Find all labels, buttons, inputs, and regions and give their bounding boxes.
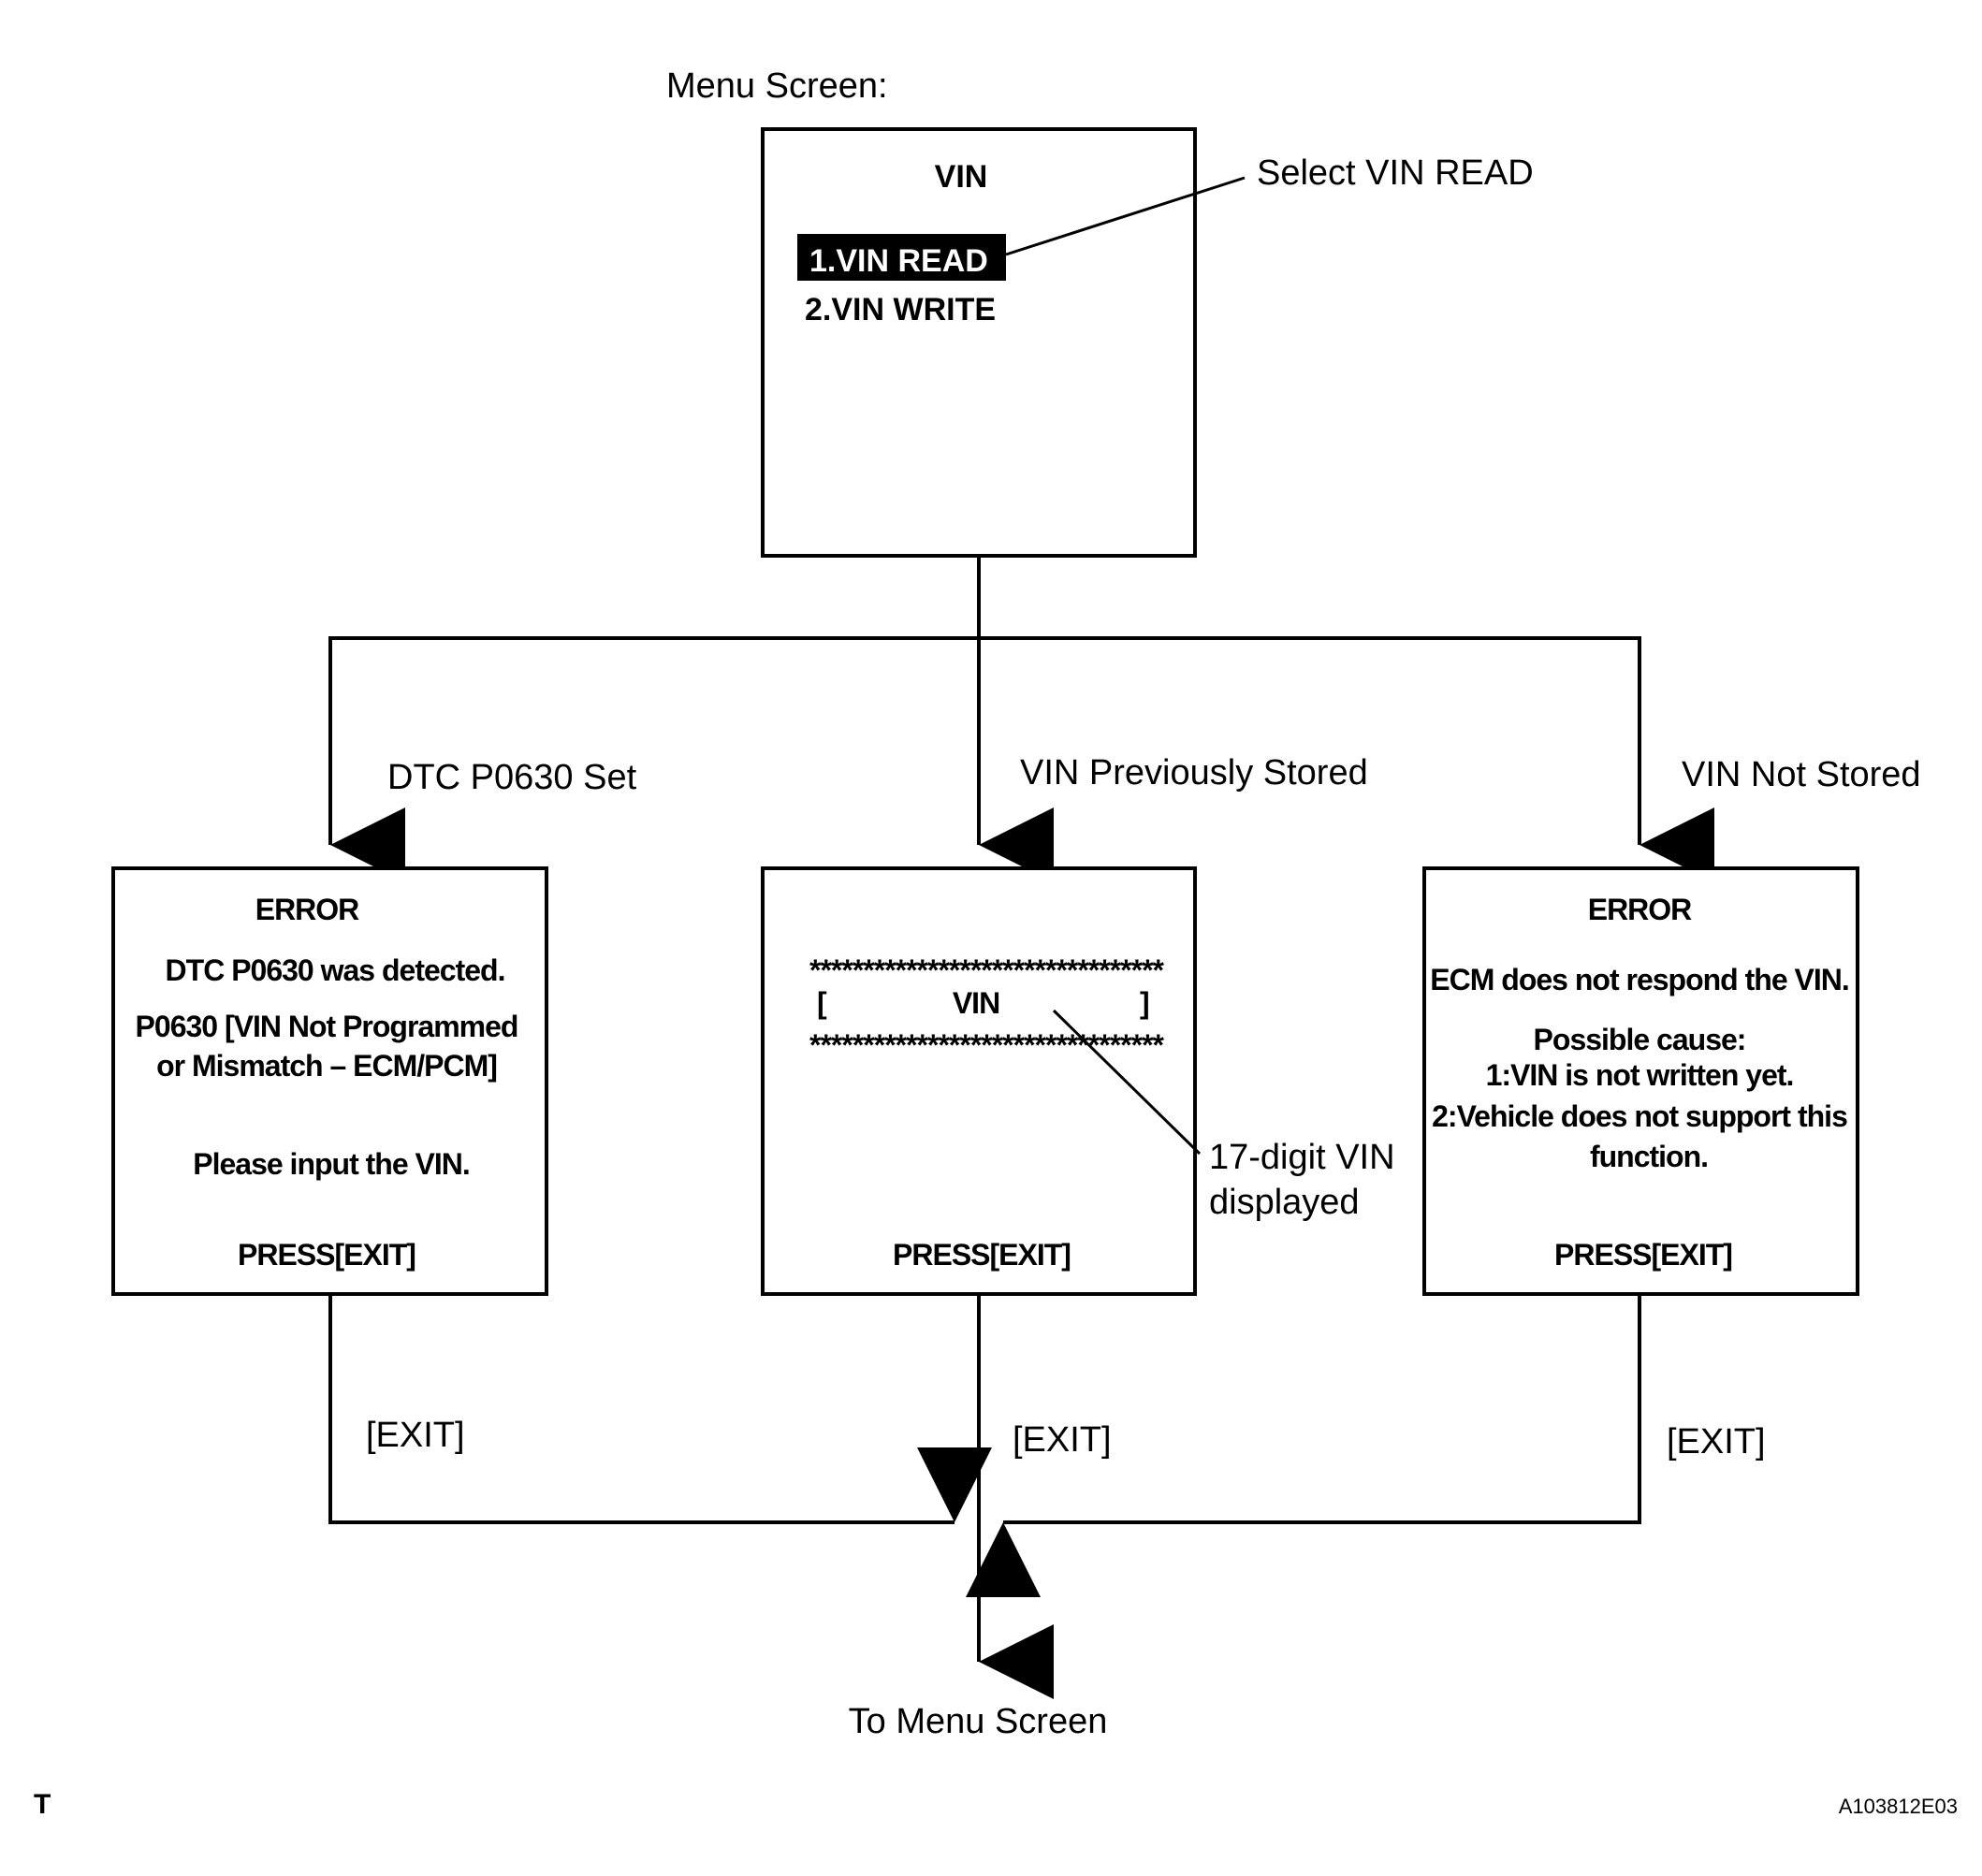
vin-callout-line2: displayed [1209, 1183, 1360, 1222]
right-error-line1: ECM does not respond the VIN. [1430, 963, 1848, 996]
select-callout-leader [1005, 176, 1246, 256]
left-error-title: ERROR [255, 893, 359, 926]
right-error-line3: 1:VIN is not written yet. [1486, 1058, 1794, 1092]
right-press-exit[interactable]: PRESS[EXIT] [1554, 1238, 1733, 1272]
menu-item-vin-write[interactable]: 2.VIN WRITE [805, 292, 996, 327]
left-error-line2: P0630 [VIN Not Programmed [136, 1010, 518, 1043]
middle-press-exit[interactable]: PRESS[EXIT] [893, 1238, 1071, 1272]
menu-screen-box [761, 127, 1197, 558]
right-error-line5: function. [1590, 1140, 1708, 1173]
exit-path-right [966, 1294, 1641, 1597]
menu-item-highlight [797, 234, 1006, 281]
branch-label-dtc-set: DTC P0630 Set [387, 758, 637, 797]
branch-label-not-stored: VIN Not Stored [1682, 755, 1921, 794]
middle-stars-bottom: ********************************* [809, 1028, 1165, 1062]
exit-label-left: [EXIT] [366, 1416, 465, 1455]
left-error-line4: Please input the VIN. [193, 1147, 470, 1181]
middle-stars-top: ********************************* [809, 953, 1165, 987]
exit-path-left [328, 1294, 992, 1524]
select-vin-read-callout: Select VIN READ [1257, 153, 1534, 193]
middle-vin-field: VIN [953, 986, 999, 1020]
corner-mark: T [34, 1789, 51, 1820]
exit-label-middle: [EXIT] [1013, 1420, 1112, 1460]
left-error-line3: or Mismatch – ECM/PCM] [156, 1049, 497, 1083]
vin-callout-line1: 17-digit VIN [1209, 1138, 1395, 1177]
exit-label-right: [EXIT] [1667, 1422, 1766, 1462]
to-menu-screen-label: To Menu Screen [849, 1702, 1108, 1741]
right-error-line2: Possible cause: [1534, 1023, 1746, 1056]
right-error-title: ERROR [1588, 893, 1692, 926]
figure-id: A103812E03 [1839, 1795, 1958, 1818]
middle-vin-screen-box [761, 866, 1197, 1296]
middle-bracket-left: [ [817, 986, 827, 1020]
left-error-line1: DTC P0630 was detected. [166, 953, 505, 987]
vin-callout-leader [1052, 1009, 1202, 1156]
branch-label-previously-stored: VIN Previously Stored [1020, 753, 1368, 793]
middle-bracket-right: ] [1140, 986, 1149, 1020]
menu-screen-title: VIN [935, 159, 988, 195]
menu-screen-caption: Menu Screen: [666, 66, 888, 106]
left-press-exit[interactable]: PRESS[EXIT] [238, 1238, 416, 1272]
menu-item-vin-read[interactable]: 1.VIN READ [809, 243, 988, 279]
right-error-line4: 2:Vehicle does not support this [1432, 1099, 1847, 1133]
